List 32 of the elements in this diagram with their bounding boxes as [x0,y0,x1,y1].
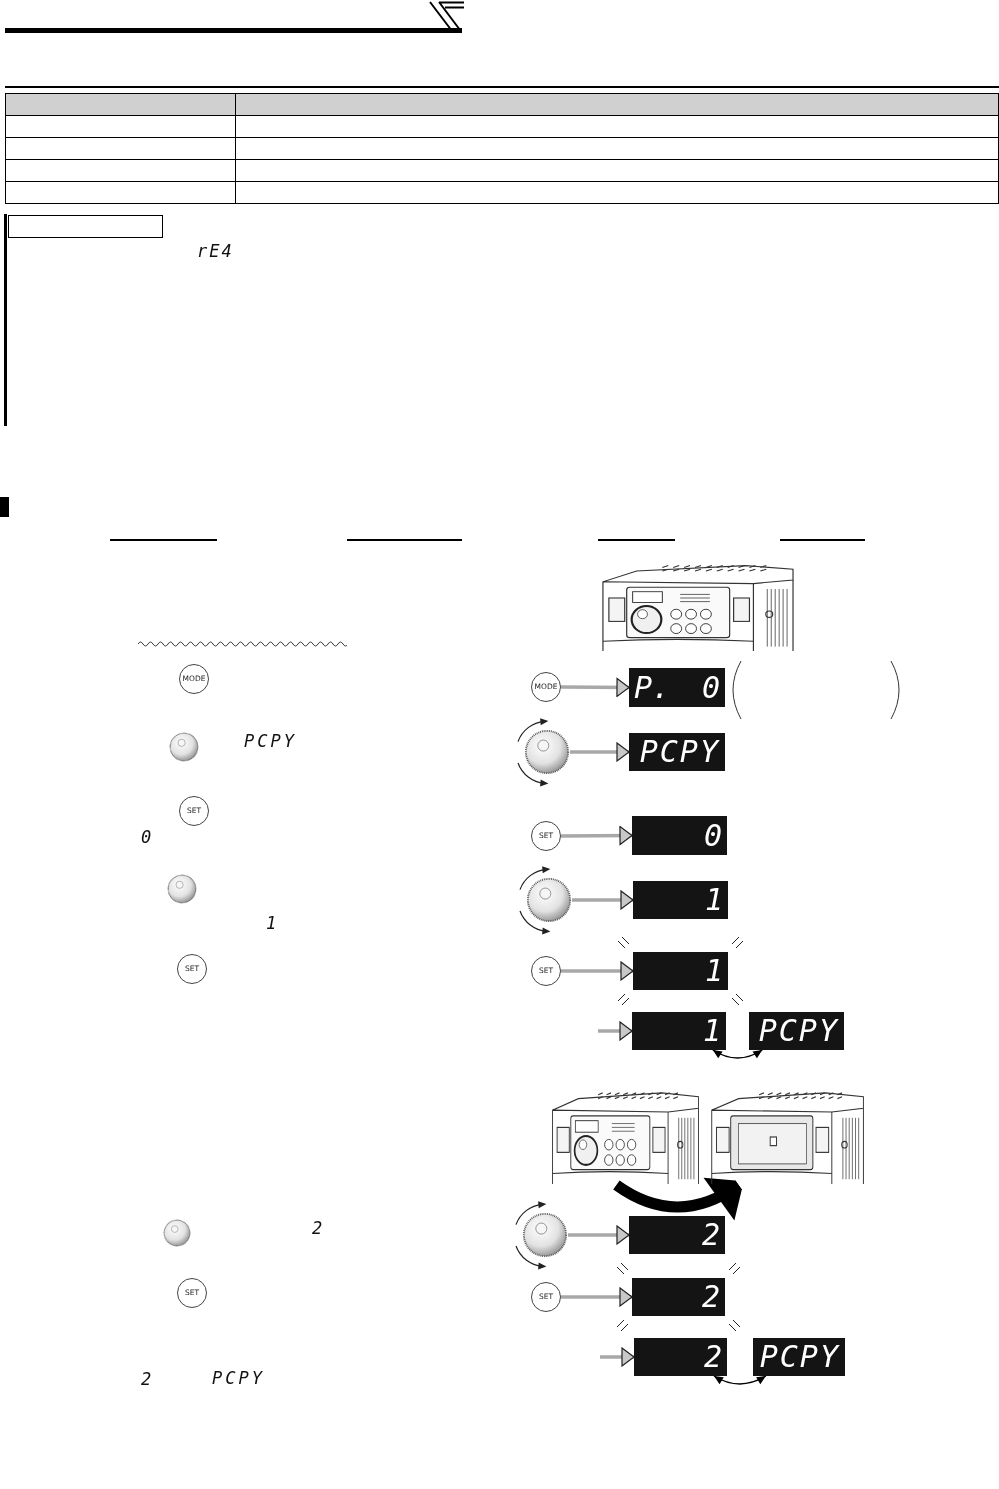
segment-text: 2 [312,1220,323,1237]
dial-icon [524,729,570,775]
arrow [561,1287,633,1307]
dial-icon [522,1212,568,1258]
led-display: 2 [632,1278,725,1316]
double-arrow [712,1049,763,1059]
led-display: 2 [629,1216,725,1254]
segment-text: 0 [141,829,152,846]
arrow [598,1021,633,1041]
segment-text: PCPY [212,1370,265,1387]
segment-text: PCPY [244,733,297,750]
arrow [570,742,630,762]
arrow [561,961,634,981]
led-display: 1 [633,952,728,990]
led-display: PCPY [749,1012,844,1050]
led-display: 2 [634,1338,727,1376]
arrow [561,826,633,846]
led-display: PCPY [753,1338,845,1376]
arrow [572,890,634,910]
arrow [600,1347,635,1367]
led-display: 1 [633,881,728,919]
segment-text: 1 [266,915,277,932]
arrow [568,1225,630,1245]
segment-text: rE4 [197,243,234,260]
led-display: PCPY [629,733,725,771]
arrow [561,677,630,697]
led-display: 0 [632,816,727,855]
led-display: P. 0 [629,668,725,707]
dial-icon [526,877,572,923]
double-arrow [713,1375,767,1385]
segment-text: 2 [141,1371,152,1388]
led-display: 1 [632,1012,726,1050]
